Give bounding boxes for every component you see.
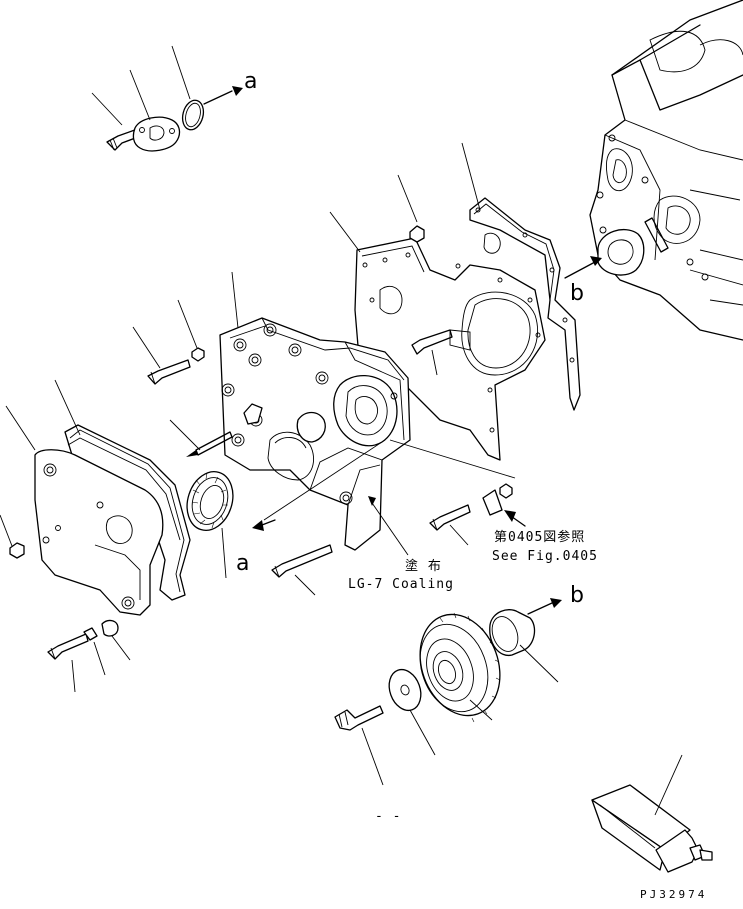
gear-bolt [334, 705, 384, 786]
oil-seal [186, 439, 386, 579]
idler-gear [419, 612, 501, 723]
ref-a-mid: a [236, 551, 249, 576]
fig-ref-en: See Fig.0405 [492, 549, 598, 564]
bolt-long-lower [271, 544, 333, 596]
small-mark: - - [375, 809, 401, 824]
front-gear-case [219, 271, 411, 551]
drawing-code: PJ32974 [640, 888, 707, 901]
bolt-left-upper [132, 299, 205, 385]
thrust-washer [388, 668, 436, 756]
sealant-note-en: LG-7 Coaling [348, 577, 454, 592]
sealant-arrow [368, 496, 376, 506]
ref-a-top: a [244, 69, 257, 94]
bushing [489, 598, 562, 683]
dowel-pin [169, 419, 233, 457]
ref-b-right: b [570, 281, 584, 306]
front-cover [0, 379, 191, 616]
engine-block [589, 0, 743, 341]
bolt-lower-left [47, 619, 131, 693]
fig-ref-jp: 第0405図参照 [494, 529, 585, 545]
sealant-note-jp: 塗 布 [405, 558, 442, 574]
rear-gasket [461, 142, 581, 411]
arrow-b-right [564, 256, 602, 279]
cover-plate-assembly-top [91, 45, 243, 152]
bolt-and-bracket-right [389, 439, 526, 546]
sealant-leader [369, 499, 409, 556]
ref-b-lower: b [570, 583, 584, 608]
installer-tool [591, 754, 713, 873]
